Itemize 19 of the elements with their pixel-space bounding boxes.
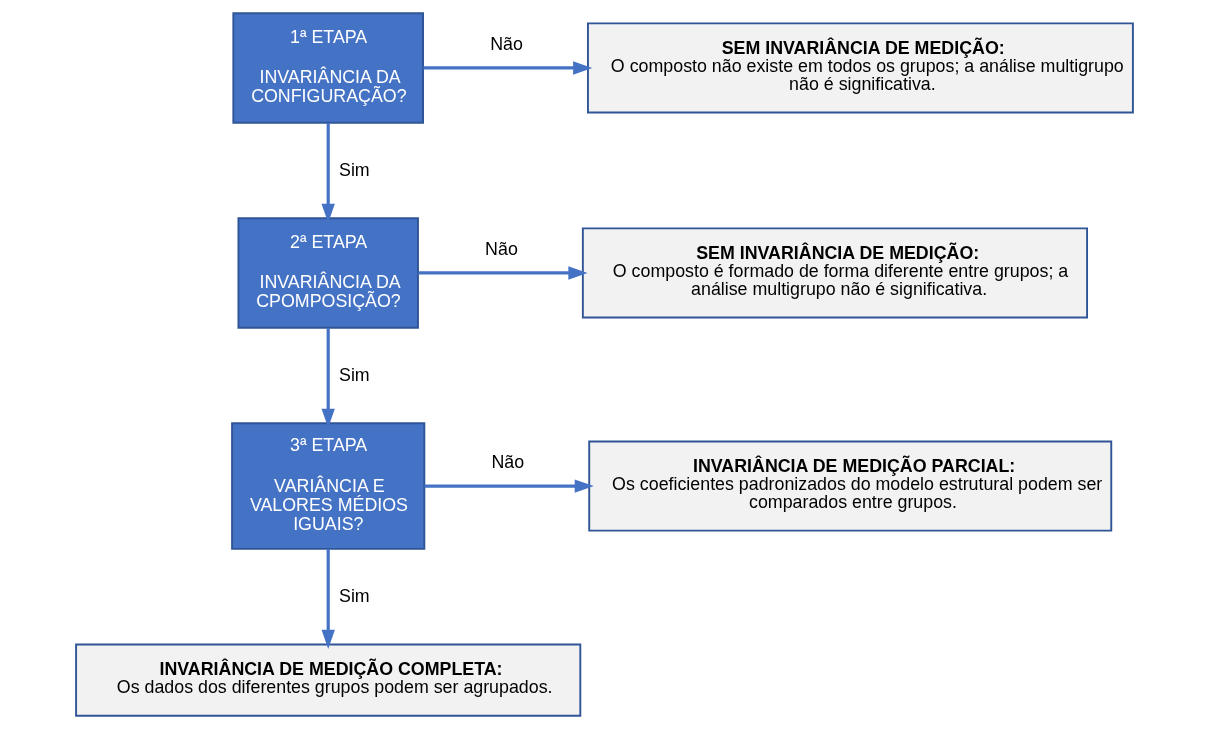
node-box: 2ª ETAPA INVARIÂNCIA DA CPOMPOSIÇÃO?: [237, 217, 419, 329]
arrow: [418, 266, 588, 280]
arrow: [321, 327, 335, 428]
arrow: [321, 122, 335, 223]
node-box: INVARIÂNCIA DE MEDIÇÃO COMPLETA: Os dados dos diferentes grupos podem ser agrupados.: [75, 643, 582, 717]
arrow: [321, 549, 335, 649]
arrow: [424, 479, 594, 493]
node-box: 3ª ETAPA VARIÂNCIA E VALORES MÉDIOS IGUAIS?: [231, 422, 426, 550]
node-box: SEM INVARIÂNCIA DE MEDIÇÃO: O composto não existe em todos os grupos; a análise multigrupo não é significativa.: [587, 22, 1134, 114]
edge-label: Não: [490, 33, 523, 54]
edge-label: Não: [485, 238, 518, 259]
edge-label: Não: [491, 451, 525, 472]
node-box: INVARIÂNCIA DE MEDIÇÃO PARCIAL: Os coeficientes padronizados do modelo estrutural podem ser comparados entre grupos.: [588, 440, 1113, 532]
node-box: SEM INVARIÂNCIA DE MEDIÇÃO: O composto é formado de forma diferente entre grupos; a análise multigrupo não é significativa.: [581, 227, 1089, 319]
edge-label: Sim: [339, 364, 370, 385]
edge-label: Sim: [339, 586, 370, 607]
edge-label: Sim: [339, 159, 370, 180]
arrow: [423, 61, 593, 75]
node-box: 1ª ETAPA INVARIÂNCIA DA CONFIGURAÇÃO?: [232, 12, 424, 124]
